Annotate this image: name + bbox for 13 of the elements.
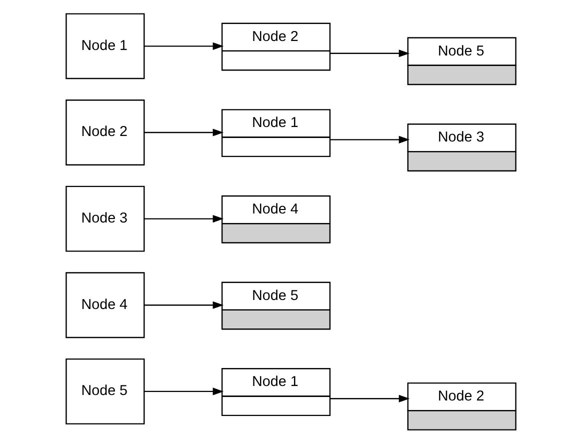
node-box: Node 1 <box>65 12 144 79</box>
arrow <box>330 394 410 402</box>
node-box: Node 5 <box>65 358 144 424</box>
arrow <box>330 49 410 57</box>
arrow <box>144 387 224 395</box>
node-box: Node 2 <box>65 99 144 165</box>
node-box: Node 4 <box>65 272 144 338</box>
arrow <box>330 135 410 143</box>
node-box: Node 3 <box>65 185 144 252</box>
arrow <box>144 42 224 50</box>
arrow <box>144 300 224 308</box>
arrow <box>144 128 224 136</box>
arrow <box>144 214 224 222</box>
